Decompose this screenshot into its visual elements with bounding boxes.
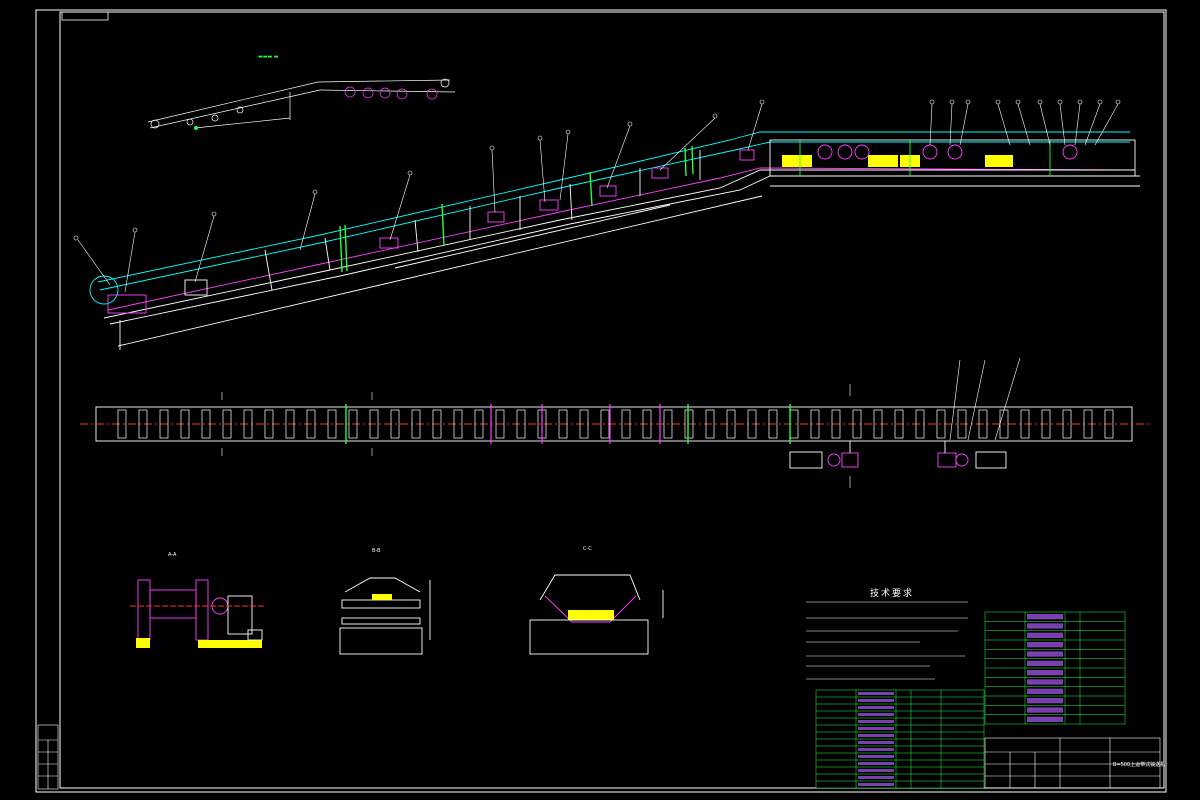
bom-table-left	[815, 689, 985, 789]
bom-cell	[858, 762, 894, 765]
inner-frame	[59, 11, 1165, 789]
plan-bay	[138, 409, 148, 439]
section-b	[339, 577, 431, 655]
plan-bay	[264, 409, 274, 439]
plan-bay	[726, 409, 736, 439]
bom-cell	[1027, 642, 1063, 648]
plan-bay	[936, 409, 946, 439]
plan-bay	[285, 409, 295, 439]
plan-bay	[1041, 409, 1051, 439]
plan-bay	[348, 409, 358, 439]
plan-bay	[159, 409, 169, 439]
plan-bay	[390, 409, 400, 439]
bom-cell	[1027, 623, 1063, 629]
bom-cell	[1027, 614, 1063, 620]
bom-table-right	[984, 611, 1126, 725]
bom-cell	[1027, 707, 1063, 713]
plan-bay	[432, 409, 442, 439]
technical-requirements-title: 技术要求	[870, 589, 915, 599]
plan-bay	[894, 409, 904, 439]
bom-cell	[858, 741, 894, 744]
plan-bay	[243, 409, 253, 439]
plan-bay	[369, 409, 379, 439]
section-label-c: C-C	[583, 546, 592, 552]
plan-view	[80, 357, 1150, 488]
plan-bay	[768, 409, 778, 439]
plan-bay	[579, 409, 589, 439]
elevation-view	[73, 99, 1140, 350]
plan-bay	[810, 409, 820, 439]
plan-bay	[327, 409, 337, 439]
plan-bay	[978, 409, 988, 439]
plan-bay	[747, 409, 757, 439]
plan-bay	[516, 409, 526, 439]
bom-cell	[1027, 651, 1063, 657]
pulley-icon	[89, 275, 119, 305]
idler-icon	[379, 149, 755, 249]
plan-bay	[495, 409, 505, 439]
revision-box	[37, 724, 59, 790]
reducer-icon	[827, 452, 969, 468]
bom-cell	[858, 727, 894, 730]
plan-bay	[1020, 409, 1030, 439]
section-a	[130, 579, 265, 648]
bom-cell	[1027, 670, 1063, 676]
bom-cell	[858, 769, 894, 772]
drawing-name: B=500上运带式输送机	[1113, 761, 1165, 768]
bom-cell	[858, 692, 894, 695]
plan-bay	[831, 409, 841, 439]
bom-cell	[858, 720, 894, 723]
bom-cell	[858, 748, 894, 751]
plan-bay	[180, 409, 190, 439]
plan-bay	[117, 409, 127, 439]
bom-cell	[858, 706, 894, 709]
bom-cell	[1027, 679, 1063, 685]
bom-cell	[1027, 698, 1063, 704]
plan-bay	[705, 409, 715, 439]
plan-bay	[1104, 409, 1114, 439]
bom-cell	[858, 713, 894, 716]
plan-bay	[474, 409, 484, 439]
plan-bay	[222, 409, 232, 439]
section-c	[529, 574, 664, 655]
plan-bay	[642, 409, 652, 439]
bom-cell	[858, 783, 894, 786]
plan-bay	[852, 409, 862, 439]
corner-box	[61, 11, 109, 21]
bom-cell	[858, 755, 894, 758]
bom-cell	[1027, 660, 1063, 666]
bom-cell	[1027, 632, 1063, 638]
motor-icon	[789, 451, 1007, 469]
plan-bay	[663, 409, 673, 439]
plan-bay	[1062, 409, 1072, 439]
layout-sketch: ▬▬▬ ▬	[147, 54, 456, 130]
plan-bay	[1083, 409, 1093, 439]
bom-cell	[858, 734, 894, 737]
sketch-label: ▬▬▬ ▬	[258, 54, 279, 60]
section-label-b: B-B	[372, 548, 381, 554]
bom-cell	[858, 776, 894, 779]
bom-cell	[1027, 688, 1063, 694]
plan-bay	[621, 409, 631, 439]
bom-cell	[858, 699, 894, 702]
plan-bay	[873, 409, 883, 439]
section-label-a: A-A	[168, 552, 177, 558]
title-block	[984, 737, 1161, 789]
plan-bay	[201, 409, 211, 439]
plan-bay	[684, 409, 694, 439]
tech-requirements-lines	[806, 601, 968, 680]
plan-bay	[915, 409, 925, 439]
plan-bay	[411, 409, 421, 439]
outer-frame	[35, 9, 1167, 793]
bom-cell	[1027, 716, 1063, 722]
plan-bay	[600, 409, 610, 439]
plan-bay	[453, 409, 463, 439]
plan-bay	[558, 409, 568, 439]
plan-bay	[306, 409, 316, 439]
plan-bay	[957, 409, 967, 439]
